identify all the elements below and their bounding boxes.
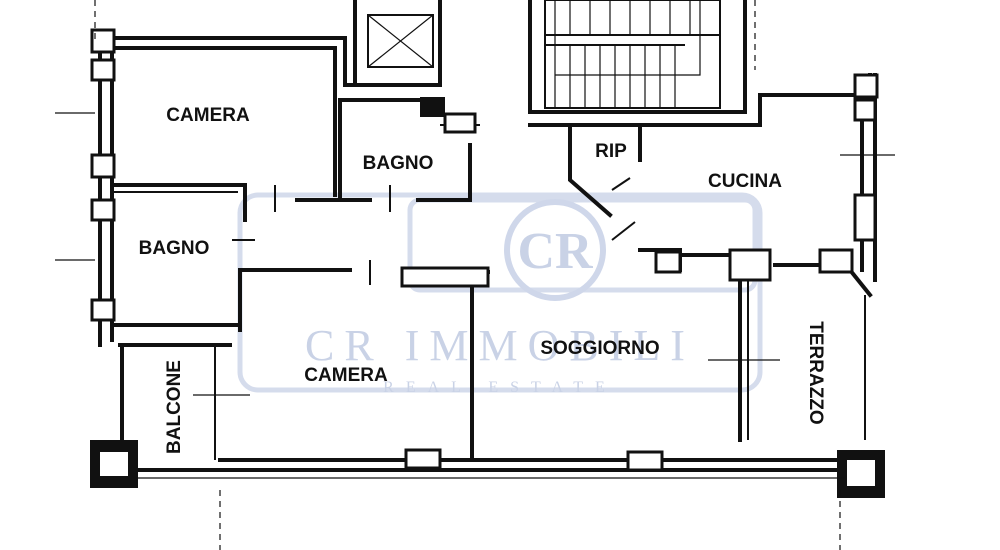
staircase — [544, 0, 721, 109]
room-label-soggiorno: SOGGIORNO — [540, 338, 659, 359]
room-label-terrazzo: TERRAZZO — [805, 321, 826, 424]
watermark-logo: CR — [517, 223, 594, 280]
elevator — [367, 14, 434, 68]
room-label-bagno-center: BAGNO — [363, 153, 434, 174]
watermark-tagline: REAL ESTATE — [383, 379, 617, 396]
watermark-name: CR IMMOBILI — [305, 321, 695, 370]
dimension-lines — [55, 0, 895, 550]
interior-walls — [110, 124, 873, 462]
room-label-camera-bottom: CAMERA — [304, 365, 388, 386]
watermark-logo-circle — [504, 199, 606, 301]
windows — [90, 28, 879, 472]
room-labels: CAMERA BAGNO BAGNO RIP CUCINA CAMERA SOG… — [139, 105, 826, 454]
watermark: CR CR IMMOBILI REAL ESTATE — [237, 192, 763, 396]
room-label-bagno-left: BAGNO — [139, 238, 210, 259]
room-label-camera-top: CAMERA — [166, 105, 250, 126]
room-label-balcone: BALCONE — [164, 360, 185, 454]
room-label-rip: RIP — [595, 141, 627, 162]
room-label-cucina: CUCINA — [708, 171, 782, 192]
corner-pillars — [90, 97, 885, 498]
